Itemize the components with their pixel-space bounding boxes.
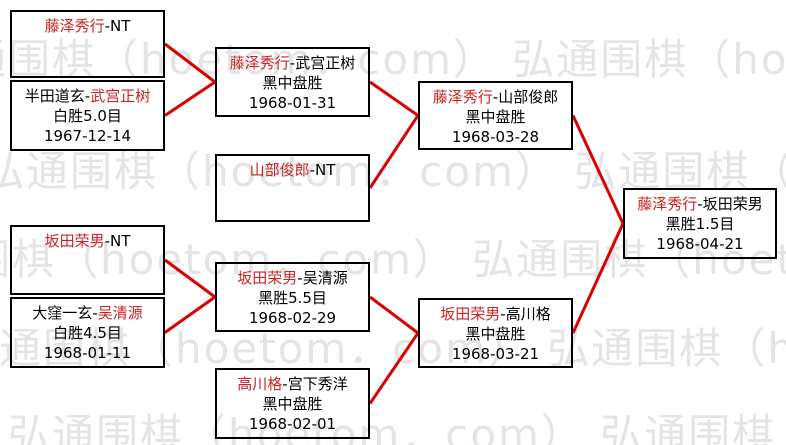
player-name: 吴清源 — [302, 269, 348, 287]
match-box-r2-yamabe-bye: 山部俊郎-NT — [215, 154, 370, 222]
match-box-r1-sakata-bye: 坂田荣男-NT — [10, 225, 165, 295]
player-name: 半田道玄 — [24, 87, 85, 105]
match-box-r1-okubo-go: 大窪一玄-吴清源 白胜4.5目 1968-01-11 — [10, 297, 165, 368]
match-date: 1968-04-21 — [656, 235, 744, 253]
player-name-winner: 坂田荣男 — [44, 232, 105, 250]
player-separator: - — [84, 87, 91, 105]
match-box-r1-fujisawa-bye: 藤泽秀行-NT — [10, 10, 165, 78]
player-name: NT — [110, 17, 131, 35]
match-date: 1968-03-28 — [451, 128, 540, 146]
player-separator: - — [297, 269, 303, 287]
match-result: 黑胜5.5目 — [258, 289, 327, 307]
match-date — [217, 200, 368, 220]
connector-line — [369, 295, 419, 335]
match-result: 白胜5.0目 — [53, 107, 122, 125]
match-box-r1-handa-takemiya: 半田道玄-武宫正树 白胜5.0目 1967-12-14 — [10, 80, 165, 151]
match-result: 黑中盘胜 — [465, 325, 526, 343]
player-name: 武宫正树 — [295, 54, 356, 72]
player-name: 高川格 — [505, 305, 551, 323]
player-separator: - — [92, 304, 98, 322]
player-separator: - — [289, 54, 296, 72]
player-name: 大窪一玄 — [32, 304, 93, 322]
connector-line — [164, 295, 216, 334]
match-result: 白胜4.5目 — [53, 324, 122, 342]
match-box-final-fujisawa-sakata: 藤泽秀行-坂田荣男 黑胜1.5目 1968-04-21 — [623, 188, 777, 259]
match-box-sf-fujisawa-yamabe: 藤泽秀行-山部俊郎 黑中盘胜 1968-03-28 — [418, 81, 573, 150]
match-box-r2-fujisawa-takemiya: 藤泽秀行-武宫正树 黑中盘胜 1968-01-31 — [215, 47, 370, 117]
match-players: 藤泽秀行-武宫正树 — [217, 53, 368, 73]
match-date: 1968-01-31 — [248, 94, 337, 112]
player-name-winner: 藤泽秀行 — [44, 17, 105, 35]
match-date — [12, 271, 163, 291]
player-name: 宫下秀洋 — [287, 375, 348, 393]
connector-line — [368, 114, 420, 189]
match-date: 1968-01-11 — [43, 344, 132, 362]
match-date: 1968-03-21 — [451, 345, 540, 363]
connector-line — [164, 80, 216, 117]
match-result — [217, 180, 368, 200]
match-date — [12, 56, 163, 76]
match-result — [12, 36, 163, 56]
player-separator: - — [492, 88, 499, 106]
connector-line — [368, 332, 420, 405]
match-players: 大窪一玄-吴清源 — [12, 303, 163, 323]
match-result: 黑中盘胜 — [465, 108, 526, 126]
connector-line — [571, 114, 625, 225]
match-date: 1968-02-01 — [248, 415, 337, 433]
player-name: NT — [110, 232, 131, 250]
match-date: 1967-12-14 — [43, 127, 132, 145]
match-players: 山部俊郎-NT — [217, 160, 368, 180]
connector-line — [164, 258, 216, 299]
match-players: 半田道玄-武宫正树 — [12, 86, 163, 106]
match-box-sf-sakata-takagawa: 坂田荣男-高川格 黑中盘胜 1968-03-21 — [418, 298, 573, 368]
player-name: 山部俊郎 — [498, 88, 559, 106]
connector-line — [164, 42, 216, 84]
player-separator: - — [697, 195, 703, 213]
match-result: 黑中盘胜 — [262, 74, 323, 92]
match-date: 1968-02-29 — [248, 309, 337, 327]
match-players: 藤泽秀行-山部俊郎 — [420, 87, 571, 107]
match-players: 藤泽秀行-NT — [12, 16, 163, 36]
player-name-winner: 山部俊郎 — [249, 161, 310, 179]
player-name-winner: 藤泽秀行 — [637, 195, 698, 213]
player-name-winner: 吴清源 — [97, 304, 143, 322]
player-name-winner: 藤泽秀行 — [432, 88, 493, 106]
player-separator: - — [104, 17, 111, 35]
match-result: 黑中盘胜 — [262, 395, 323, 413]
match-result — [12, 251, 163, 271]
player-name-winner: 坂田荣男 — [237, 269, 298, 287]
player-name-winner: 坂田荣男 — [440, 305, 501, 323]
match-players: 高川格-宫下秀洋 — [217, 374, 368, 394]
match-box-r2-takagawa-miyashita: 高川格-宫下秀洋 黑中盘胜 1968-02-01 — [215, 368, 370, 439]
match-box-r2-sakata-go: 坂田荣男-吴清源 黑胜5.5目 1968-02-29 — [215, 262, 370, 332]
player-name: NT — [315, 161, 336, 179]
match-players: 坂田荣男-NT — [12, 231, 163, 251]
player-separator: - — [309, 161, 316, 179]
player-separator: - — [104, 232, 111, 250]
match-result: 黑胜1.5目 — [665, 215, 735, 233]
player-name-winner: 武宫正树 — [90, 87, 151, 105]
connector-line — [571, 222, 625, 334]
player-name-winner: 藤泽秀行 — [229, 54, 290, 72]
match-players: 坂田荣男-高川格 — [420, 304, 571, 324]
player-name: 坂田荣男 — [702, 195, 763, 213]
match-players: 藤泽秀行-坂田荣男 — [625, 194, 775, 214]
connector-line — [369, 80, 419, 117]
player-name-winner: 高川格 — [237, 375, 283, 393]
match-players: 坂田荣男-吴清源 — [217, 268, 368, 288]
player-separator: - — [282, 375, 288, 393]
player-separator: - — [500, 305, 506, 323]
